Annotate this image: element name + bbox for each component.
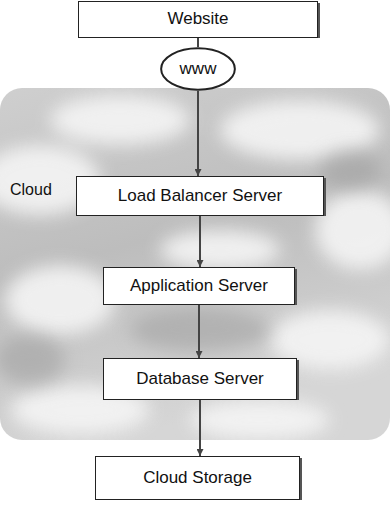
connector-arrow [198,305,200,358]
connector-arrow [197,91,199,176]
node-label: Cloud Storage [143,468,252,488]
server-box: Application Server [103,267,295,305]
node-label: Website [167,9,228,29]
cloud-region: Cloud Load Balancer ServerApplication Ser… [0,88,390,440]
node-label: www [180,59,217,79]
www-ellipse: www [160,47,236,91]
node-label: Database Server [136,369,264,389]
storage-box: Cloud Storage [95,456,300,500]
server-box: Database Server [103,358,297,400]
region-label: Cloud [10,180,52,199]
website-box: Website [78,1,318,38]
node-label: Load Balancer Server [118,186,282,206]
connector-arrow [199,216,201,267]
server-box: Load Balancer Server [76,176,324,216]
connector-arrow [199,400,201,456]
connector-arrow [197,38,199,47]
node-label: Application Server [130,276,268,296]
